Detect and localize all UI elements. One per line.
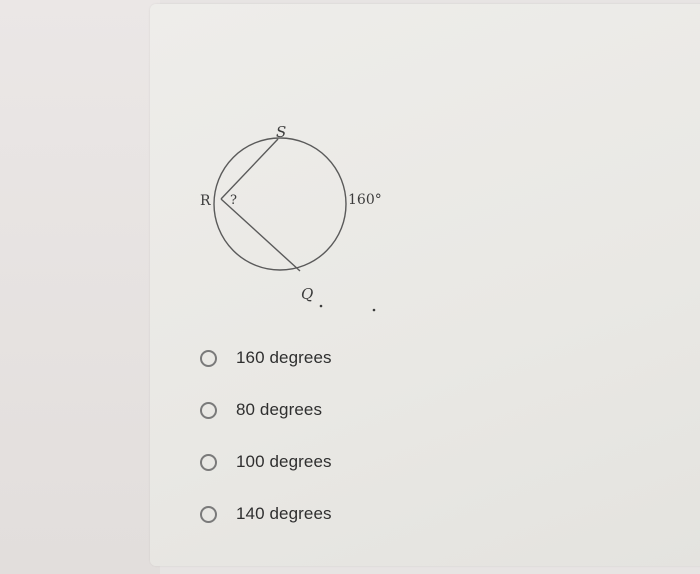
- label-q: Q: [301, 285, 313, 303]
- dot-mark: [372, 308, 376, 312]
- dot-mark: [319, 304, 323, 308]
- radio-button[interactable]: [200, 505, 217, 523]
- radio-button[interactable]: [200, 401, 217, 419]
- label-r: R: [200, 193, 211, 209]
- circle-diagram: R ? S Q 160°: [200, 123, 382, 312]
- option-2[interactable]: 80 degrees: [200, 395, 332, 425]
- radio-button[interactable]: [200, 453, 217, 471]
- option-4[interactable]: 140 degrees: [200, 499, 332, 529]
- option-label: 80 degrees: [236, 400, 323, 419]
- option-1[interactable]: 160 degrees: [200, 343, 332, 373]
- background: [0, 0, 160, 574]
- label-angle: ?: [230, 193, 237, 208]
- option-label: 160 degrees: [236, 348, 332, 367]
- option-label: 140 degrees: [236, 504, 332, 523]
- chord-rs: [220, 138, 279, 200]
- question-card: [150, 4, 700, 566]
- label-s: S: [276, 123, 286, 141]
- chord-rq: [220, 198, 301, 272]
- option-3[interactable]: 100 degrees: [200, 447, 332, 477]
- radio-button[interactable]: [200, 349, 217, 367]
- answer-options: 160 degrees 80 degrees 100 degrees 140 d…: [200, 343, 332, 551]
- label-arc: 160°: [348, 192, 382, 208]
- option-label: 100 degrees: [236, 452, 332, 471]
- circle: [213, 137, 347, 271]
